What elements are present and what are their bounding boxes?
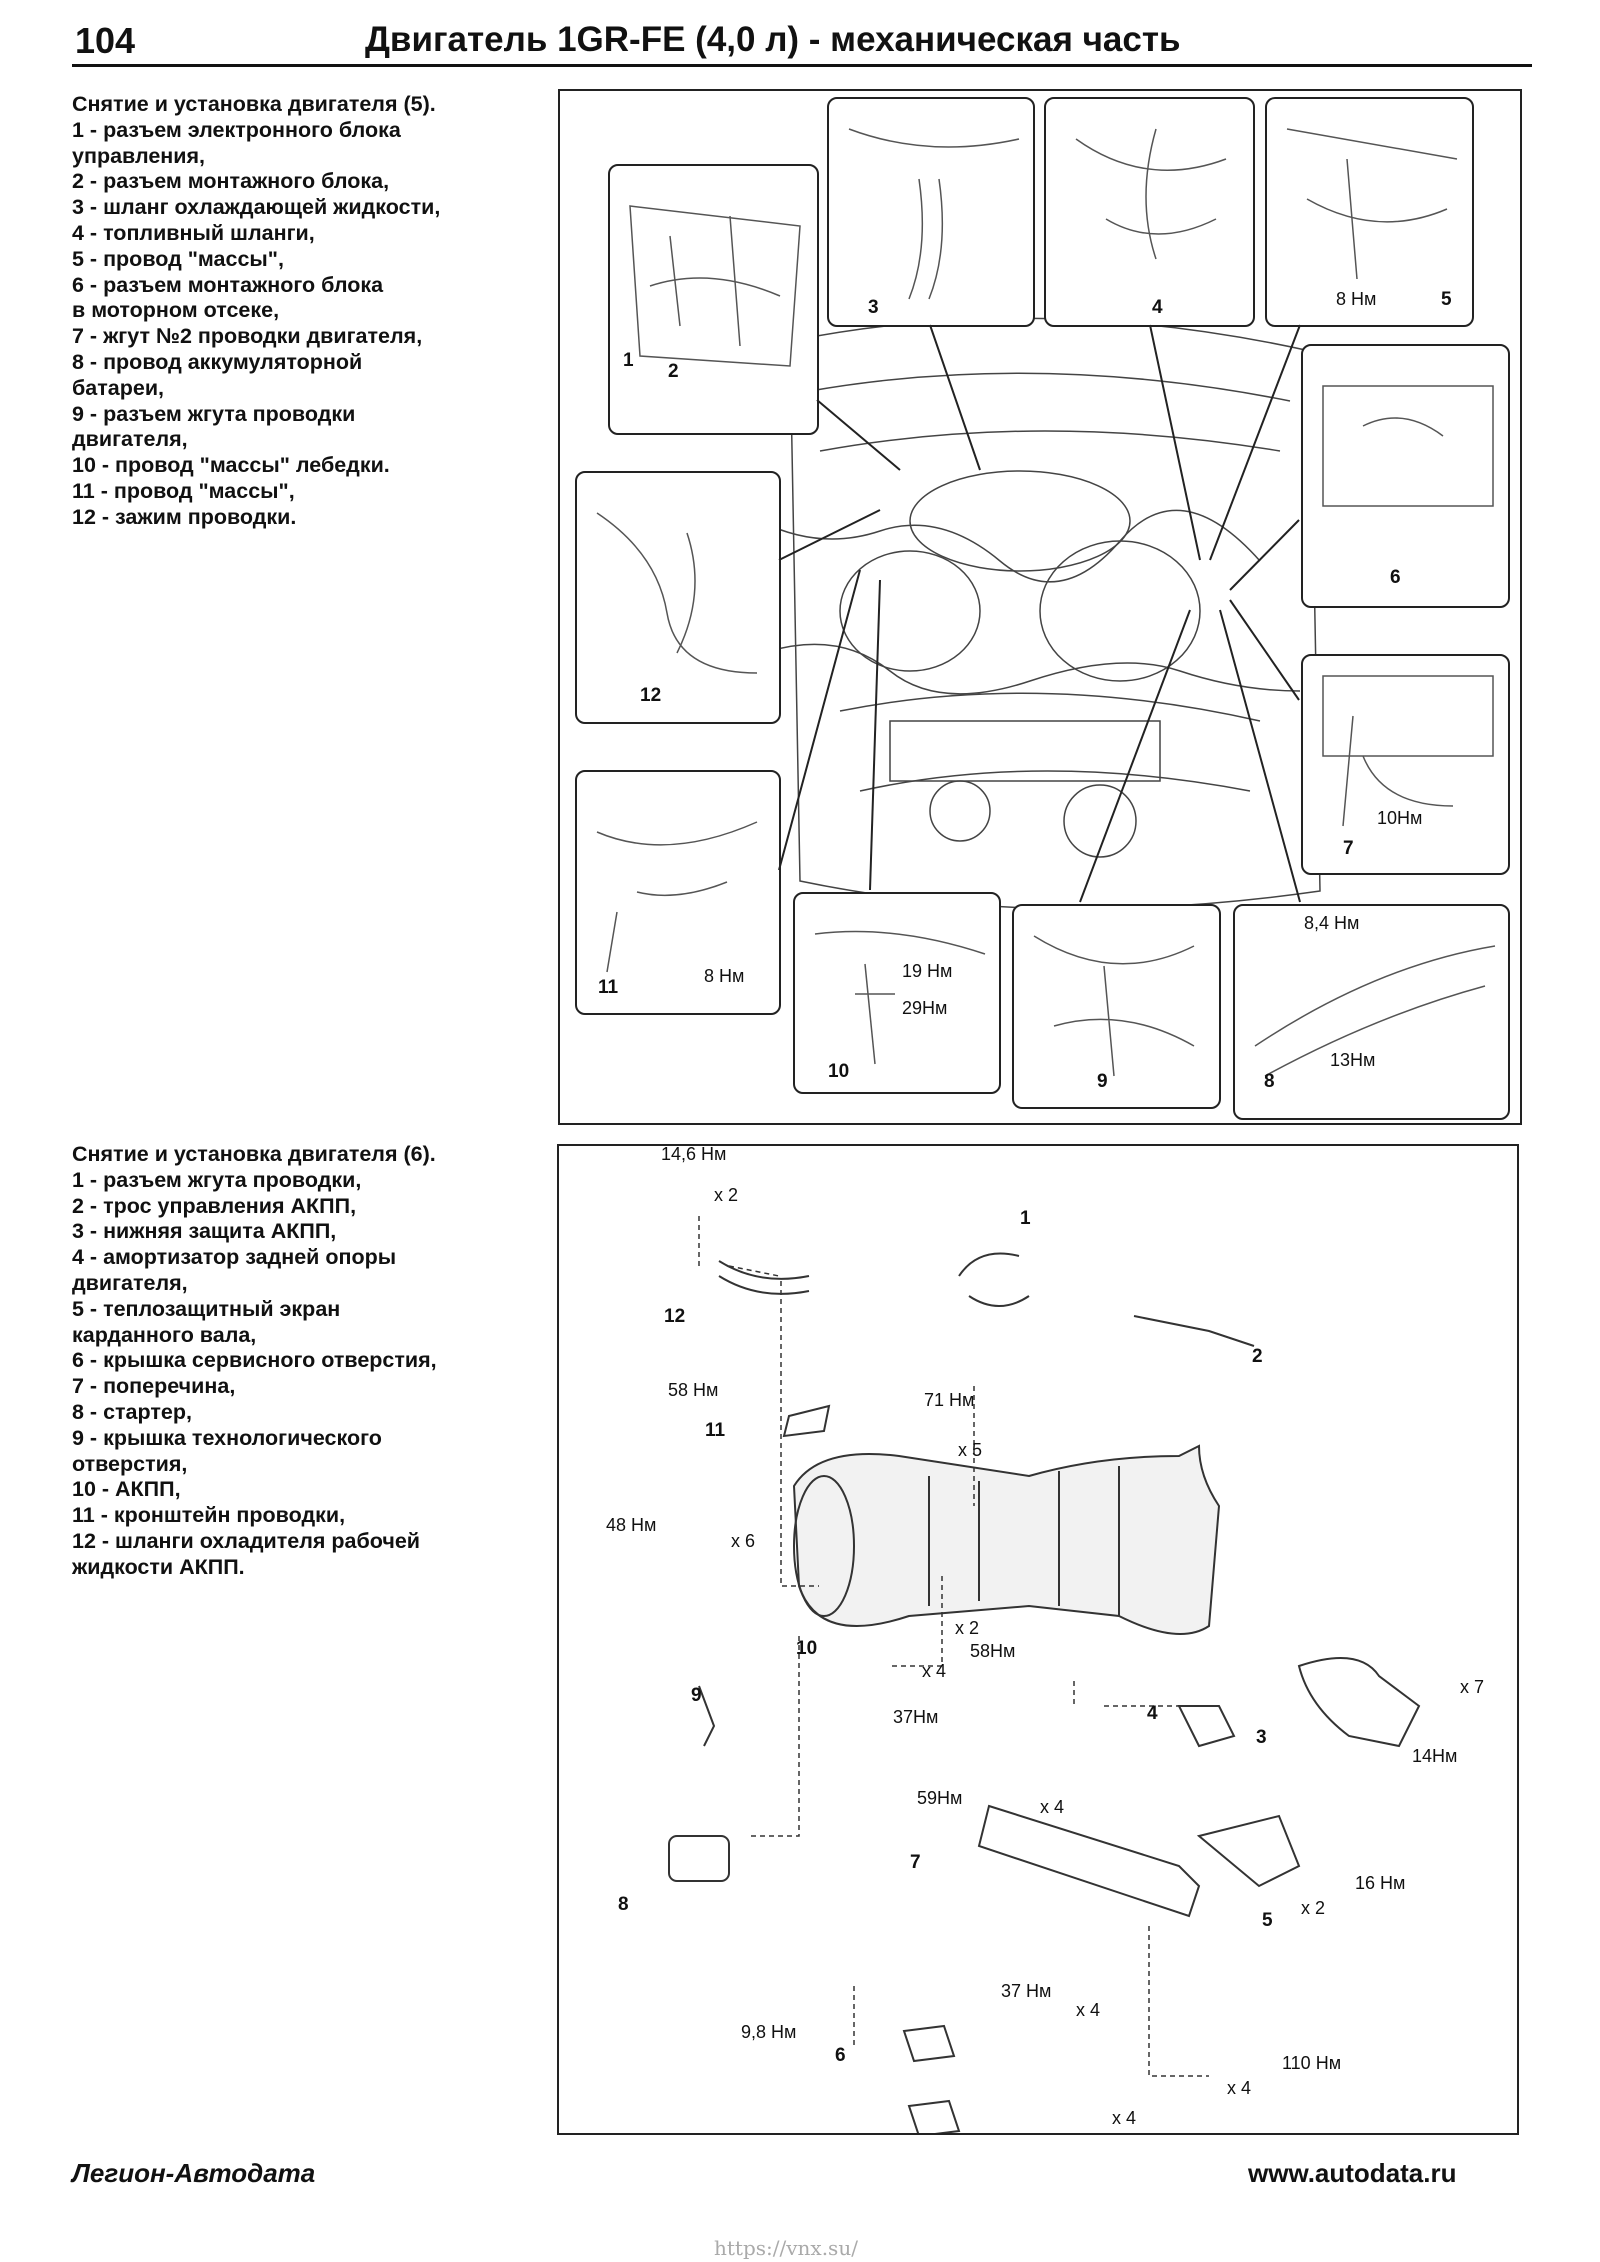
figure-engine-removal-5 [558,89,1522,1125]
qty-x7: x 7 [1460,1677,1485,1697]
callout-8: 8 [1264,1071,1275,1092]
inset-battery-cable [1233,904,1510,1120]
torque-10a: 19 Нм [902,961,953,981]
callout-11: 11 [598,977,619,998]
torque-58-b: 58Нм [970,1641,1016,1661]
torque-8b: 13Нм [1330,1050,1376,1070]
header-divider [72,64,1532,67]
torque-10b: 29Нм [902,998,948,1018]
qty-x2-b: x 2 [955,1618,980,1638]
torque-9-8: 9,8 Нм [741,2022,797,2042]
website-link[interactable]: www.autodata.ru [1248,2158,1457,2188]
inset-winch-ground [793,892,1001,1094]
inset-fuel-hose [1044,97,1255,327]
callout-10: 10 [796,1638,818,1659]
callout-9: 9 [1097,1071,1108,1092]
callout-12: 12 [664,1306,686,1327]
qty-x4-a: x 4 [922,1661,947,1681]
torque-37-b: 37 Нм [1001,1981,1052,2001]
callout-4: 4 [1147,1703,1158,1724]
callout-5: 5 [1441,289,1452,310]
qty-x4-e: x 4 [1112,2108,1137,2128]
page-number: 104 [75,20,136,61]
inset-junction-block [1301,344,1510,608]
watermark: https://vnx.su/ [714,2236,858,2260]
callout-7: 7 [910,1852,921,1873]
inset-ground-wire-11 [575,770,781,1015]
callout-5: 5 [1262,1910,1273,1931]
torque-7: 10Нм [1377,808,1423,828]
page-title: Двигатель 1GR-FE (4,0 л) - механическая … [365,20,1181,59]
callout-8: 8 [618,1894,629,1915]
qty-x4-d: x 4 [1227,2078,1252,2098]
qty-x5: x 5 [958,1440,983,1460]
callout-9: 9 [691,1685,702,1706]
transmission-exploded-drawing [668,1216,1421,2133]
callout-11: 11 [705,1420,726,1441]
publisher-name: Легион-Автодата [72,2158,316,2188]
callout-3: 3 [868,297,879,318]
inset-wire-clamp [575,471,781,724]
torque-59: 59Нм [917,1788,963,1808]
section-5-caption: Снятие и установка двигателя (5). 1 - ра… [72,92,441,529]
callout-2: 2 [668,361,679,382]
torque-48: 48 Нм [606,1515,657,1535]
inset-engine-harness-2 [1301,654,1510,875]
torque-14-6: 14,6 Нм [661,1144,727,1164]
inset-harness-connector [1012,904,1221,1109]
qty-x2-a: x 2 [714,1185,739,1205]
inset-coolant-hose [827,97,1035,327]
torque-110: 110 Нм [1282,2053,1342,2073]
section-6-caption: Снятие и установка двигателя (6). 1 - ра… [72,1142,437,1579]
inset-ecu-connector [608,164,819,435]
callout-1: 1 [623,350,634,371]
torque-11: 8 Нм [704,966,745,986]
torque-5: 8 Нм [1336,289,1377,309]
callout-12: 12 [640,685,662,706]
torque-37-a: 37Нм [893,1707,939,1727]
callout-10: 10 [828,1061,850,1082]
callout-1: 1 [1020,1208,1031,1229]
torque-71: 71 Нм [924,1390,975,1410]
qty-x2-c: x 2 [1301,1898,1326,1918]
callout-3: 3 [1256,1727,1267,1748]
callout-7: 7 [1343,838,1354,859]
callout-6: 6 [835,2045,846,2066]
callout-2: 2 [1252,1346,1263,1367]
figure-engine-removal-6 [557,1144,1519,2135]
torque-8a: 8,4 Нм [1304,913,1360,933]
torque-58-a: 58 Нм [668,1380,719,1400]
inset-ground-wire-5 [1265,97,1474,327]
callout-6: 6 [1390,567,1401,588]
callout-4: 4 [1152,297,1163,318]
torque-14: 14Нм [1412,1746,1458,1766]
qty-x6: x 6 [731,1531,756,1551]
qty-x4-c: x 4 [1076,2000,1101,2020]
qty-x4-b: x 4 [1040,1797,1065,1817]
torque-16: 16 Нм [1355,1873,1406,1893]
